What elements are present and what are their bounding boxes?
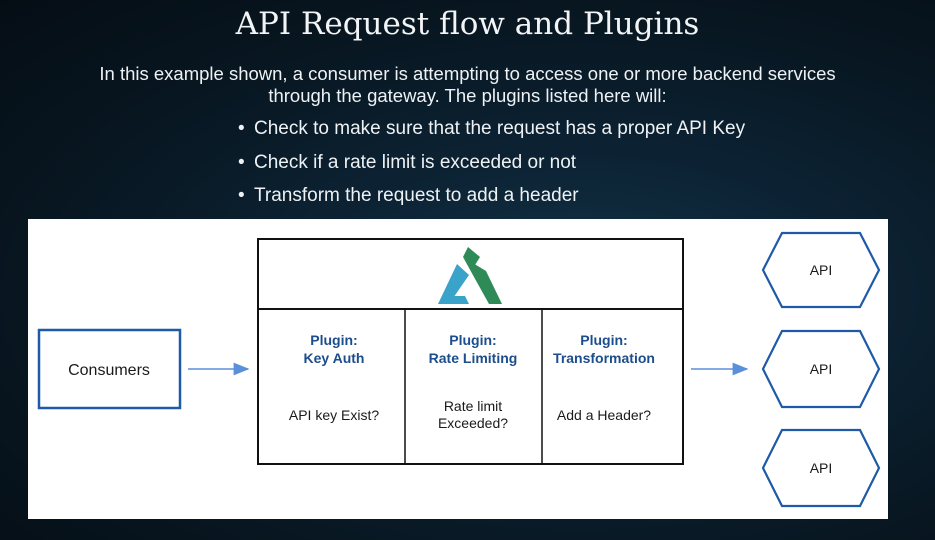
plugin-title: Plugin: — [449, 332, 496, 348]
plugin-check: Add a Header? — [557, 407, 651, 423]
flow-diagram: Consumers Plugin: Key Auth API key Exist… — [37, 231, 881, 508]
api-hexagon — [761, 329, 881, 409]
plugin-name: Transformation — [553, 350, 655, 366]
plugin-title: Plugin: — [310, 332, 357, 348]
plugin-check: API key Exist? — [289, 407, 379, 423]
api-node: API — [761, 231, 881, 309]
plugin-name: Rate Limiting — [429, 350, 518, 366]
plugin-title: Plugin: — [580, 332, 627, 348]
plugin-check: Rate limit — [444, 398, 502, 414]
intro-line-1: In this example shown, a consumer is att… — [99, 63, 836, 84]
consumers-box — [37, 328, 182, 410]
api-label: API — [810, 460, 833, 476]
plugin-rate-limiting: Plugin: Rate Limiting Rate limit Exceede… — [429, 332, 518, 431]
api-hexagon — [761, 428, 881, 508]
api-node: API — [761, 428, 881, 508]
intro-line-2: through the gateway. The plugins listed … — [268, 85, 667, 106]
diagram-panel: Consumers Plugin: Key Auth API key Exist… — [28, 219, 888, 519]
kong-gorilla-logo-icon — [438, 247, 502, 304]
bullet-dot-icon: • — [238, 118, 245, 139]
bullet-dot-icon: • — [238, 151, 245, 173]
api-hexagon — [761, 231, 881, 309]
api-label: API — [810, 262, 833, 278]
plugin-transformation: Plugin: Transformation Add a Header? — [553, 332, 655, 423]
bullet-item: • Check if a rate limit is exceeded or no… — [238, 149, 745, 183]
bullet-text: Check to make sure that the request has … — [254, 118, 746, 139]
plugin-key-auth: Plugin: Key Auth API key Exist? — [289, 332, 379, 423]
bullet-list: • Check to make sure that the request has… — [238, 115, 745, 216]
api-node: API — [761, 329, 881, 409]
consumers-label: Consumers — [68, 362, 150, 379]
bullet-item: • Check to make sure that the request has… — [238, 115, 745, 149]
bullet-text: Check if a rate limit is exceeded or not — [254, 151, 577, 173]
intro-text: In this example shown, a consumer is att… — [40, 63, 895, 107]
bullet-dot-icon: • — [238, 185, 245, 206]
plugin-name: Key Auth — [304, 350, 365, 366]
api-label: API — [810, 361, 833, 377]
plugin-check: Exceeded? — [438, 415, 508, 431]
bullet-text: Transform the request to add a header — [254, 185, 579, 206]
plugins-box — [257, 308, 684, 465]
bullet-item: • Transform the request to add a header — [238, 182, 745, 216]
slide-title: API Request flow and Plugins — [235, 6, 700, 42]
